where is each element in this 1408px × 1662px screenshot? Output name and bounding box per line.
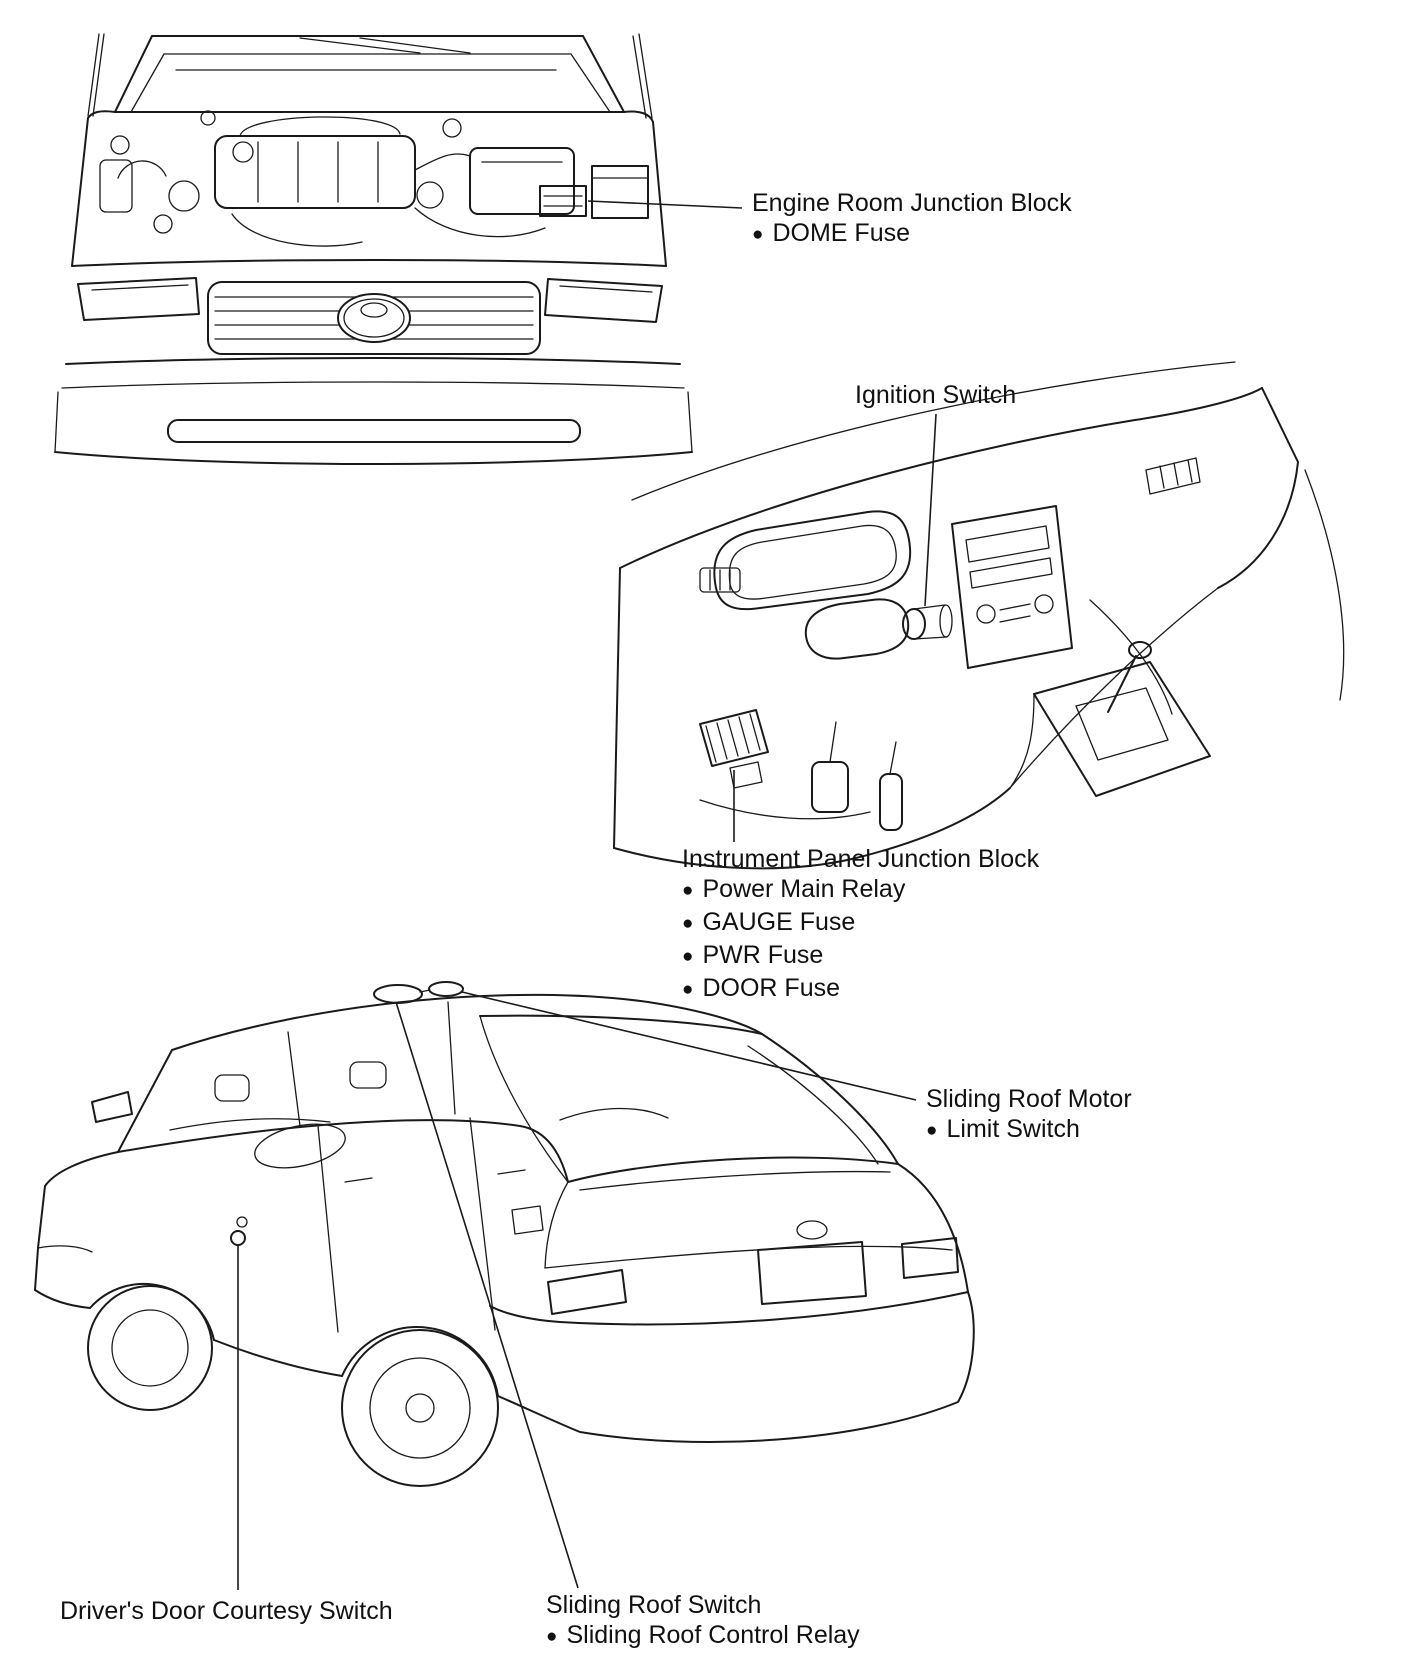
leader-sliding-roof-motor — [461, 991, 917, 1101]
right-hood-post — [632, 33, 653, 119]
callout-title: Sliding Roof Motor — [926, 1085, 1132, 1113]
callout-title: Driver's Door Courtesy Switch — [60, 1597, 393, 1625]
radio-slot — [965, 525, 1050, 563]
sliding-roof-motor-part — [373, 984, 423, 1004]
brand-emblem-icon — [796, 1220, 828, 1240]
leader-sliding-roof-switch — [395, 1001, 579, 1589]
callout-item: ● Limit Switch — [926, 1114, 1132, 1147]
steering-wheel — [254, 1123, 346, 1169]
callout-item: ● GAUGE Fuse — [682, 907, 1039, 940]
instrument-panel-view-illustration — [613, 361, 1345, 870]
instrument-panel-junction-block-part — [699, 709, 769, 767]
ignition-switch-part — [902, 608, 926, 640]
side-mirror — [91, 1091, 133, 1123]
glove-box-edge — [1089, 599, 1173, 715]
battery — [591, 165, 649, 219]
brake-pedal — [811, 761, 849, 813]
instrument-cluster — [713, 510, 912, 611]
callout-title: Engine Room Junction Block — [752, 189, 1072, 217]
callout-item-text: GAUGE Fuse — [702, 908, 856, 936]
left-air-vent — [699, 567, 741, 593]
bullet-icon: ● — [926, 1120, 938, 1141]
hvac-knob — [1034, 594, 1054, 614]
left-hood-post — [87, 33, 105, 117]
bullet-icon: ● — [682, 946, 694, 967]
callout-item: ● DOOR Fuse — [682, 973, 1039, 1006]
grille — [207, 281, 541, 355]
roof-line — [171, 993, 763, 1051]
leader-lines — [237, 200, 937, 1590]
door-handles — [344, 1169, 526, 1183]
shifter-console — [1033, 661, 1211, 797]
callout-sliding-roof-motor: Sliding Roof Motor ● Limit Switch — [926, 1084, 1132, 1147]
callout-engine-room-junction-block: Engine Room Junction Block ● DOME Fuse — [752, 188, 1072, 251]
callout-ignition-switch: Ignition Switch — [855, 380, 1016, 410]
dash-top-edge — [619, 387, 1263, 569]
callout-item: ● PWR Fuse — [682, 940, 1039, 973]
air-cleaner — [469, 147, 575, 215]
beltline — [117, 1119, 569, 1183]
drivers-door-courtesy-switch-part — [230, 1230, 246, 1246]
headrest — [349, 1061, 387, 1089]
callout-sliding-roof-switch: Sliding Roof Switch ● Sliding Roof Contr… — [546, 1590, 860, 1653]
rear-wheel — [341, 1329, 499, 1487]
callout-item-text: PWR Fuse — [702, 941, 824, 969]
callout-item: ● Power Main Relay — [682, 874, 1039, 907]
callout-item-text: DOOR Fuse — [702, 974, 841, 1002]
b-pillar — [287, 1001, 456, 1127]
steering-column-opening — [804, 598, 910, 660]
sliding-roof-switch-part — [428, 981, 464, 997]
accelerator-pedal — [879, 773, 903, 831]
bumper-opening — [167, 419, 581, 443]
right-air-vent — [1145, 457, 1201, 495]
oil-cap — [232, 141, 254, 163]
bullet-icon: ● — [682, 913, 694, 934]
engine-bay-front-view-illustration — [54, 33, 693, 465]
fuel-door — [511, 1205, 544, 1235]
engine-room-junction-block-part — [539, 185, 587, 217]
bullet-icon: ● — [752, 224, 764, 245]
hvac-knob — [976, 604, 996, 624]
a-pillar — [117, 1049, 173, 1153]
leader-ignition-switch — [924, 413, 937, 607]
callout-item-text: Sliding Roof Control Relay — [566, 1621, 860, 1649]
callout-title: Instrument Panel Junction Block — [682, 845, 1040, 873]
callout-item: ● Sliding Roof Control Relay — [546, 1620, 860, 1653]
right-headlight — [544, 278, 663, 323]
bullet-icon: ● — [546, 1626, 558, 1647]
license-plate — [757, 1241, 867, 1305]
brand-emblem-icon — [337, 293, 411, 343]
callout-item: ● DOME Fuse — [752, 218, 1072, 251]
callout-drivers-door-courtesy-switch: Driver's Door Courtesy Switch — [60, 1596, 393, 1626]
callout-item-text: DOME Fuse — [772, 219, 911, 247]
engine-valve-cover — [214, 135, 416, 209]
headrest — [214, 1074, 250, 1102]
rear-quarter-view-illustration — [34, 981, 975, 1487]
bullet-icon: ● — [682, 979, 694, 1000]
left-headlight — [77, 277, 200, 321]
callout-title: Ignition Switch — [855, 381, 1017, 409]
bullet-icon: ● — [682, 880, 694, 901]
left-tail-light — [547, 1269, 627, 1315]
leader-engine-room-junction-block — [587, 200, 743, 209]
door-cut-lines — [317, 1117, 496, 1333]
right-tail-light — [901, 1237, 959, 1279]
callout-instrument-panel-junction-block: Instrument Panel Junction Block ● Power … — [682, 844, 1039, 1006]
callout-item-text: Power Main Relay — [702, 875, 906, 903]
hood-outline — [114, 35, 625, 113]
front-wheel — [87, 1285, 213, 1411]
center-stack — [951, 505, 1073, 669]
gear-lever — [1107, 655, 1137, 713]
callout-title: Sliding Roof Switch — [546, 1591, 762, 1619]
callout-item-text: Limit Switch — [946, 1115, 1080, 1143]
